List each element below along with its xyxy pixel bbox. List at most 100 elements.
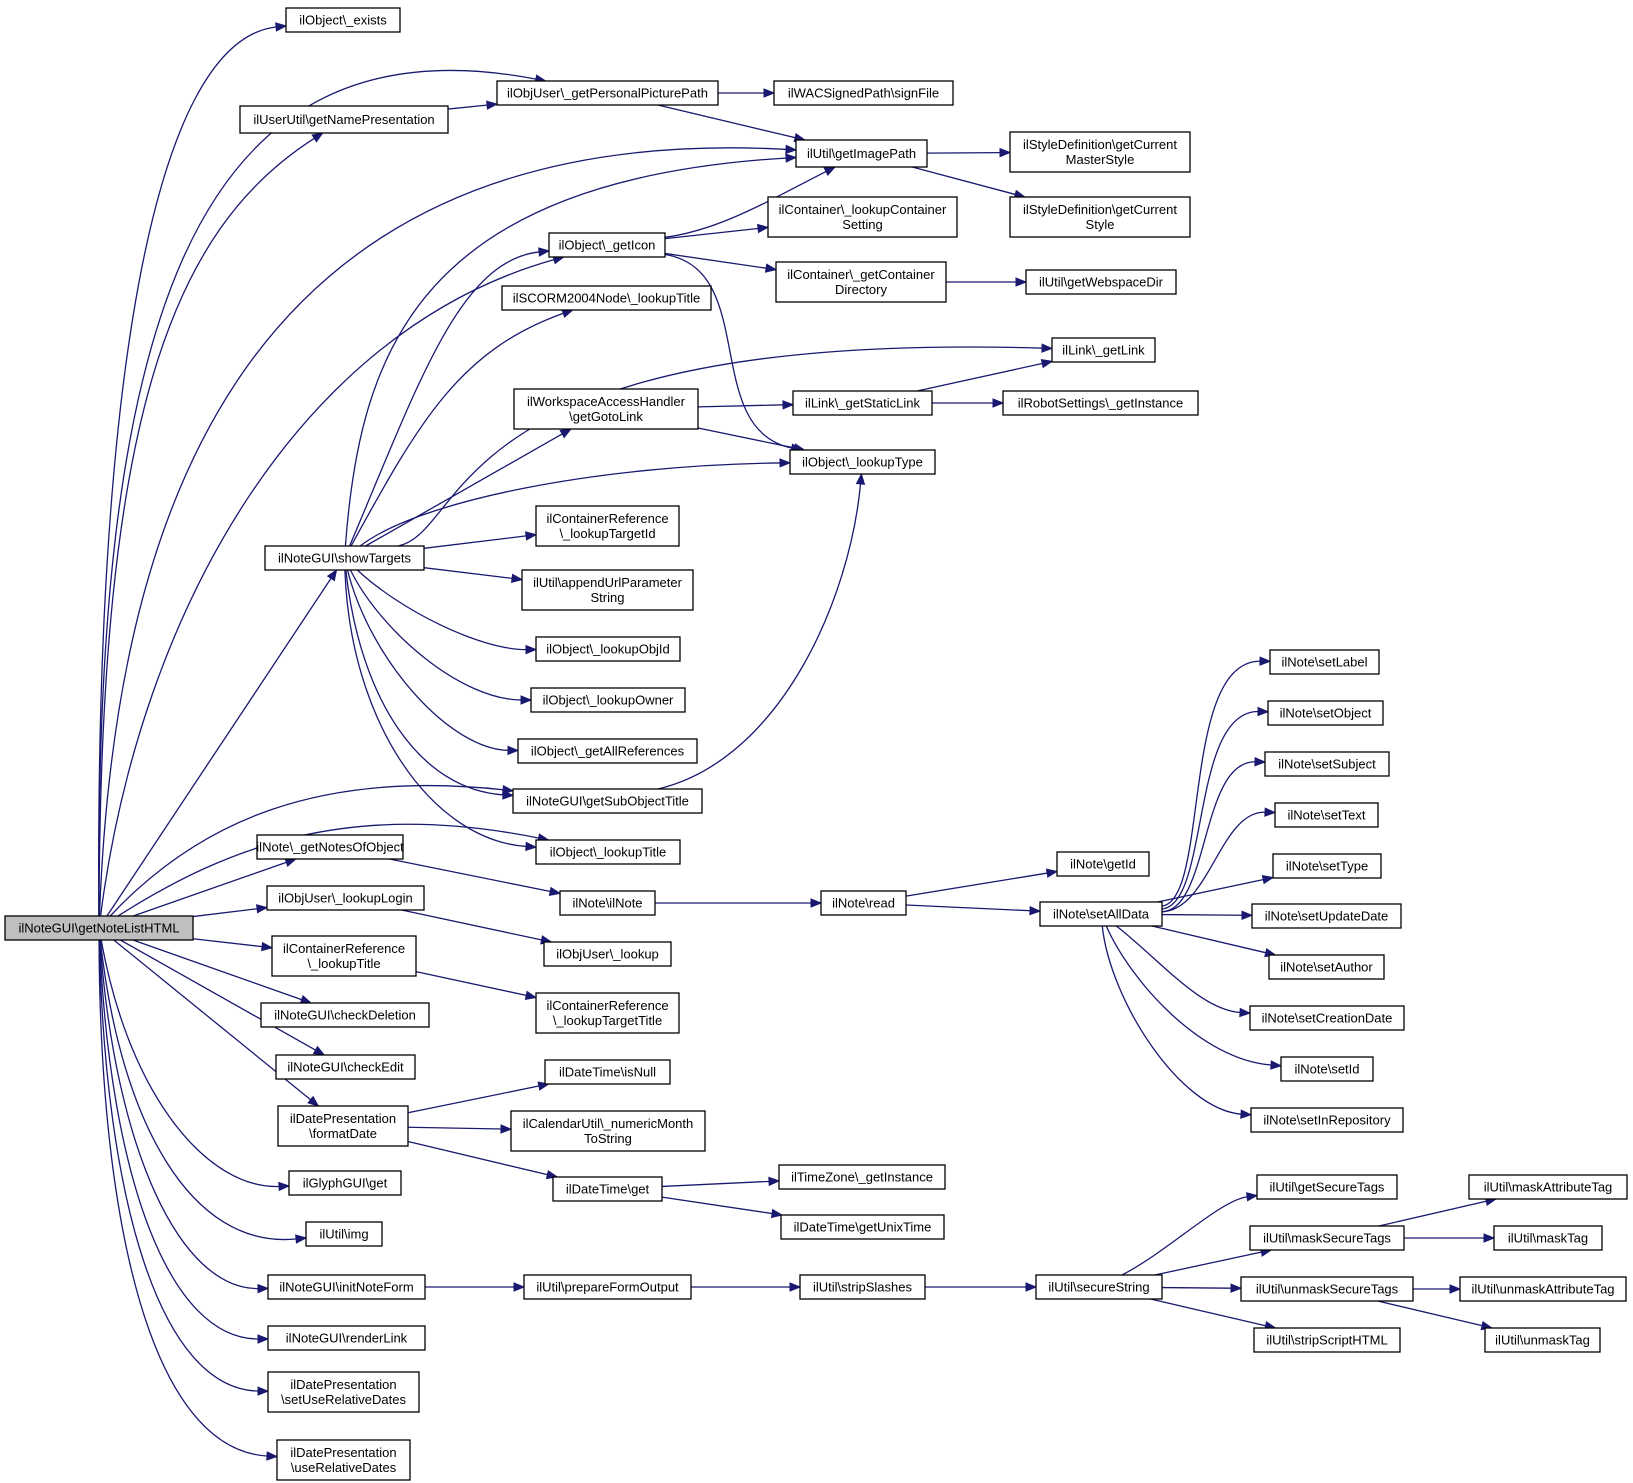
edge-sub_obj_title-to-obj_lookup_type [657,482,862,790]
node-link_get[interactable]: ilLink\_getLink [1051,337,1156,363]
node-label: ilDateTime\get [566,1182,650,1197]
node-wac_sign[interactable]: ilWACSignedPath\signFile [773,80,954,106]
node-tz_inst[interactable]: ilTimeZone\_getInstance [778,1164,946,1190]
node-prep_form[interactable]: ilUtil\prepareFormOutput [523,1274,692,1300]
node-secure_string[interactable]: ilUtil\secureString [1035,1274,1163,1300]
node-box [264,545,425,571]
node-contref_title[interactable]: ilContainerReference\_lookupTitle [271,935,417,977]
node-obj_lookup_type[interactable]: ilObject\_lookupType [789,449,936,475]
node-objuser_pic[interactable]: ilObjUser\_getPersonalPicturePath [496,80,719,106]
node-sub_obj_title[interactable]: ilNoteGUI\getSubObjectTitle [512,788,703,814]
node-obj_lookup_owner[interactable]: ilObject\_lookupOwner [530,687,686,713]
node-dt_get[interactable]: ilDateTime\get [552,1176,663,1202]
node-label: ilContainerReference [546,998,668,1013]
node-label: \setUseRelativeDates [281,1392,406,1407]
arrowhead-note_setall-to-set_label [1259,656,1272,666]
node-set_subject[interactable]: ilNote\setSubject [1264,751,1390,777]
edge-secure_string-to-mask_sec [1154,1251,1263,1276]
node-sec_tags[interactable]: ilUtil\getSecureTags [1256,1174,1398,1200]
node-set_author[interactable]: ilNote\setAuthor [1268,954,1385,980]
node-unmask_attr[interactable]: ilUtil\unmaskAttributeTag [1459,1276,1627,1302]
node-box [1264,751,1390,777]
node-init_form[interactable]: ilNoteGUI\initNoteForm [267,1274,426,1300]
node-set_rel_dates[interactable]: ilDatePresentation\setUseRelativeDates [267,1371,420,1413]
node-strip_script[interactable]: ilUtil\stripScriptHTML [1253,1327,1401,1353]
arrowhead-note_ctor-to-note_read [810,898,823,908]
node-note_ctor[interactable]: ilNote\ilNote [559,890,656,916]
node-set_inrepo[interactable]: ilNote\setInRepository [1250,1107,1404,1133]
node-box [799,1274,926,1300]
node-strip_slashes[interactable]: ilUtil\stripSlashes [799,1274,926,1300]
node-link_static[interactable]: ilLink\_getStaticLink [792,390,933,416]
node-glyph_get[interactable]: ilGlyphGUI\get [288,1170,402,1196]
node-set_creation[interactable]: ilNote\setCreationDate [1249,1005,1405,1031]
node-date_format[interactable]: ilDatePresentation\formatDate [277,1105,409,1147]
node-box [305,1221,383,1247]
node-objuser_login[interactable]: ilObjUser\_lookupLogin [266,885,425,911]
node-util_webspace[interactable]: ilUtil\getWebspaceDir [1025,269,1177,295]
node-box [510,1110,706,1152]
arrowhead-root-to-render_link [257,1334,270,1344]
node-set_id[interactable]: ilNote\setId [1280,1056,1374,1082]
node-render_link[interactable]: ilNoteGUI\renderLink [267,1325,426,1351]
arrowhead-root-to-date_format [307,1095,320,1107]
node-label: ilObjUser\_getPersonalPicturePath [507,86,708,101]
node-set_object[interactable]: ilNote\setObject [1267,700,1384,726]
node-check_deletion[interactable]: ilNoteGUI\checkDeletion [260,1002,430,1028]
node-note_setall[interactable]: ilNote\setAllData [1039,901,1163,927]
node-unmask_sec[interactable]: ilUtil\unmaskSecureTags [1240,1276,1414,1302]
node-contref_tgt_title[interactable]: ilContainerReference\_lookupTargetTitle [535,992,680,1034]
arrowhead-show_targets-to-contref_target [525,531,538,541]
node-label: ilNote\setId [1294,1062,1359,1077]
node-obj_exists[interactable]: ilObject\_exists [285,7,401,33]
node-obj_lookup_title[interactable]: ilObject\_lookupTitle [535,839,681,865]
arrowhead-root-to-show_targets [326,568,338,582]
node-set_update[interactable]: ilNote\setUpdateDate [1251,903,1402,929]
node-dt_isnull[interactable]: ilDateTime\isNull [544,1059,671,1085]
node-note_getid[interactable]: ilNote\getId [1056,851,1150,877]
node-label: ilContainerReference [546,511,668,526]
node-label: ilUtil\appendUrlParameter [533,575,683,590]
node-objuser_lookup[interactable]: ilObjUser\_lookup [543,941,672,967]
node-contref_target[interactable]: ilContainerReference\_lookupTargetId [535,505,680,547]
node-unmask_tag[interactable]: ilUtil\unmaskTag [1484,1327,1601,1353]
node-box [820,890,907,916]
node-box [1272,853,1382,879]
node-ws_goto[interactable]: ilWorkspaceAccessHandler\getGotoLink [513,388,699,430]
node-obj_all_refs[interactable]: ilObject\_getAllReferences [517,738,698,764]
node-root[interactable]: ilNoteGUI\getNoteListHTML [4,915,194,941]
node-obj_icon[interactable]: ilObject\_getIcon [548,232,666,258]
node-label: ilNoteGUI\checkEdit [287,1060,404,1075]
arrowhead-show_targets-to-obj_lookup_type [779,458,792,468]
node-show_targets[interactable]: ilNoteGUI\showTargets [264,545,425,571]
node-obj_lookup_objid[interactable]: ilObject\_lookupObjId [535,636,681,662]
node-mask_attr[interactable]: ilUtil\maskAttributeTag [1468,1174,1628,1200]
node-user_name[interactable]: ilUserUtil\getNamePresentation [239,105,449,134]
node-util_img_path[interactable]: ilUtil\getImagePath [795,139,928,168]
node-dt_unix[interactable]: ilDateTime\getUnixTime [780,1214,945,1240]
node-set_type[interactable]: ilNote\setType [1272,853,1382,879]
node-set_text[interactable]: ilNote\setText [1274,802,1379,828]
node-check_edit[interactable]: ilNoteGUI\checkEdit [275,1054,416,1080]
node-note_read[interactable]: ilNote\read [820,890,907,916]
node-set_label[interactable]: ilNote\setLabel [1269,649,1380,675]
edge-note_read-to-note_getid [905,872,1049,897]
node-note_get_notes[interactable]: ilNote\_getNotesOfObject [256,834,404,860]
edge-ws_goto-to-obj_lookup_type [697,427,796,449]
node-mask_tag[interactable]: ilUtil\maskTag [1493,1225,1603,1251]
node-box [535,839,681,865]
node-label: ilDatePresentation [290,1445,396,1460]
node-robot_inst[interactable]: ilRobotSettings\_getInstance [1002,390,1199,416]
node-scorm_title[interactable]: ilSCORM2004Node\_lookupTitle [501,285,712,311]
node-util_img[interactable]: ilUtil\img [305,1221,383,1247]
edge-root-to-glyph_get [100,939,281,1188]
node-use_rel_dates[interactable]: ilDatePresentation\useRelativeDates [276,1439,411,1481]
node-mask_sec[interactable]: ilUtil\maskSecureTags [1249,1225,1405,1251]
